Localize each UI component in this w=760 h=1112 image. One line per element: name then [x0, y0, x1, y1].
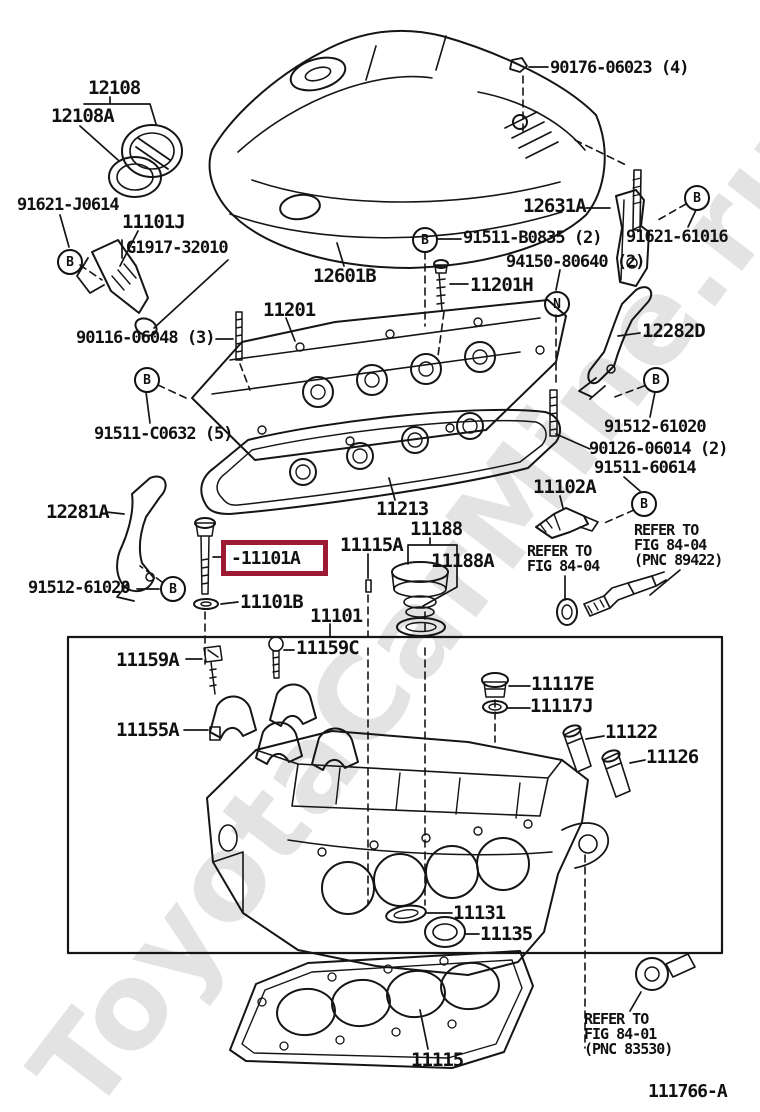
part-label-g1917-32010[interactable]: G1917-32010	[126, 238, 229, 258]
refer-note-fig84-04-right: REFER TO FIG 84-04 (PNC 89422)	[634, 521, 723, 569]
refer-line: FIG 84-04	[527, 557, 600, 575]
part-label-12601b[interactable]: 12601B	[313, 265, 377, 287]
refer-line: REFER TO	[584, 1010, 649, 1028]
part-label-11131[interactable]: 11131	[453, 902, 506, 924]
part-label-11101b[interactable]: 11101B	[240, 591, 304, 613]
refer-line: FIG 84-04	[634, 536, 707, 554]
bracket-12282-art	[578, 286, 653, 400]
part-label-11101j[interactable]: 11101J	[122, 211, 186, 233]
part-label-11115a[interactable]: 11115A	[340, 534, 404, 556]
part-label-11159c[interactable]: 11159C	[296, 637, 360, 659]
part-label-90176-06023[interactable]: 90176-06023 (4)	[550, 58, 690, 78]
refer-line: (PNC 89422)	[634, 551, 723, 569]
part-label-91512-61020-right[interactable]: 91512-61020	[604, 417, 707, 437]
callout-b-4: B	[643, 367, 669, 393]
part-label-11213[interactable]: 11213	[376, 498, 429, 520]
part-label-11101a: -11101A	[231, 547, 301, 569]
part-label-91512-61020-left[interactable]: 91512-61020	[28, 578, 131, 598]
seal-11188-art	[391, 561, 449, 637]
part-label-11102a[interactable]: 11102A	[533, 476, 597, 498]
part-label-91621-61016[interactable]: 91621-61016	[626, 227, 729, 247]
refer-note-fig84-01: REFER TO FIG 84-01 (PNC 83530)	[584, 1010, 673, 1058]
part-label-12631a[interactable]: 12631A	[523, 195, 587, 217]
engine-cover-art	[208, 29, 606, 269]
part-label-90116-06048[interactable]: 90116-06048 (3)	[76, 328, 216, 348]
callout-n-1: N	[544, 291, 570, 317]
part-label-11201h[interactable]: 11201H	[470, 274, 534, 296]
leader-lines	[59, 66, 697, 1050]
part-label-94150-80640[interactable]: 94150-80640 (2)	[506, 252, 646, 272]
part-label-91511-c0632[interactable]: 91511-C0632 (5)	[94, 424, 234, 444]
sensor-11102-art	[535, 507, 599, 539]
part-label-12281a[interactable]: 12281A	[46, 501, 110, 523]
refer-line: FIG 84-01	[584, 1025, 657, 1043]
part-label-11126[interactable]: 11126	[646, 746, 699, 768]
part-label-90126-06014[interactable]: 90126-06014 (2)	[589, 439, 729, 459]
part-label-11201[interactable]: 11201	[263, 299, 316, 321]
part-label-11117j[interactable]: 11117J	[530, 695, 594, 717]
refer-line: REFER TO	[634, 521, 699, 539]
part-label-11188[interactable]: 11188	[410, 518, 463, 540]
part-label-12108a[interactable]: 12108A	[51, 105, 115, 127]
temp-sensor-art	[556, 571, 667, 626]
part-label-11122[interactable]: 11122	[605, 721, 658, 743]
callout-b-2: B	[412, 227, 438, 253]
part-label-11188a[interactable]: 11188A	[431, 550, 495, 572]
callout-b-7: B	[631, 491, 657, 517]
cylinder-head-art	[206, 730, 609, 976]
bearing-caps-art	[209, 683, 359, 771]
oil-filler-cap-art	[108, 124, 183, 198]
part-label-11117e[interactable]: 11117E	[531, 673, 595, 695]
part-label-12282d[interactable]: 12282D	[642, 320, 706, 342]
refer-note-fig84-04-left: REFER TO FIG 84-04	[527, 542, 600, 575]
callout-b-1: B	[57, 249, 83, 275]
head-gasket-art	[229, 950, 534, 1069]
part-label-12108[interactable]: 12108	[88, 77, 141, 99]
rings-11131-11135-art	[385, 904, 466, 948]
callout-b-6: B	[160, 576, 186, 602]
gasket-11213-art	[200, 408, 561, 515]
camshaft-bracket-12631-art	[615, 169, 650, 287]
part-label-91511-60614[interactable]: 91511-60614	[594, 458, 697, 478]
part-label-11135[interactable]: 11135	[480, 923, 533, 945]
part-label-11115[interactable]: 11115	[411, 1049, 464, 1071]
refer-line: REFER TO	[527, 542, 592, 560]
highlight-box-11101a[interactable]: -11101A	[221, 540, 328, 576]
figure-number: 111766-A	[648, 1081, 728, 1102]
part-label-91511-b0835[interactable]: 91511-B0835 (2)	[463, 228, 603, 248]
fasteners-art	[193, 57, 558, 741]
callout-b-5: B	[134, 367, 160, 393]
valve-guides-art	[562, 724, 631, 798]
part-label-11159a[interactable]: 11159A	[116, 649, 180, 671]
part-label-11155a[interactable]: 11155A	[116, 719, 180, 741]
knock-sensor-art	[635, 953, 696, 991]
part-label-91621-j0614[interactable]: 91621-J0614	[17, 195, 120, 215]
valve-cover-art	[191, 299, 567, 461]
dashed-lines	[79, 75, 687, 1049]
refer-line: (PNC 83530)	[584, 1040, 673, 1058]
part-label-11101[interactable]: 11101	[310, 605, 363, 627]
callout-b-3: B	[684, 185, 710, 211]
section-border-box	[66, 635, 724, 955]
